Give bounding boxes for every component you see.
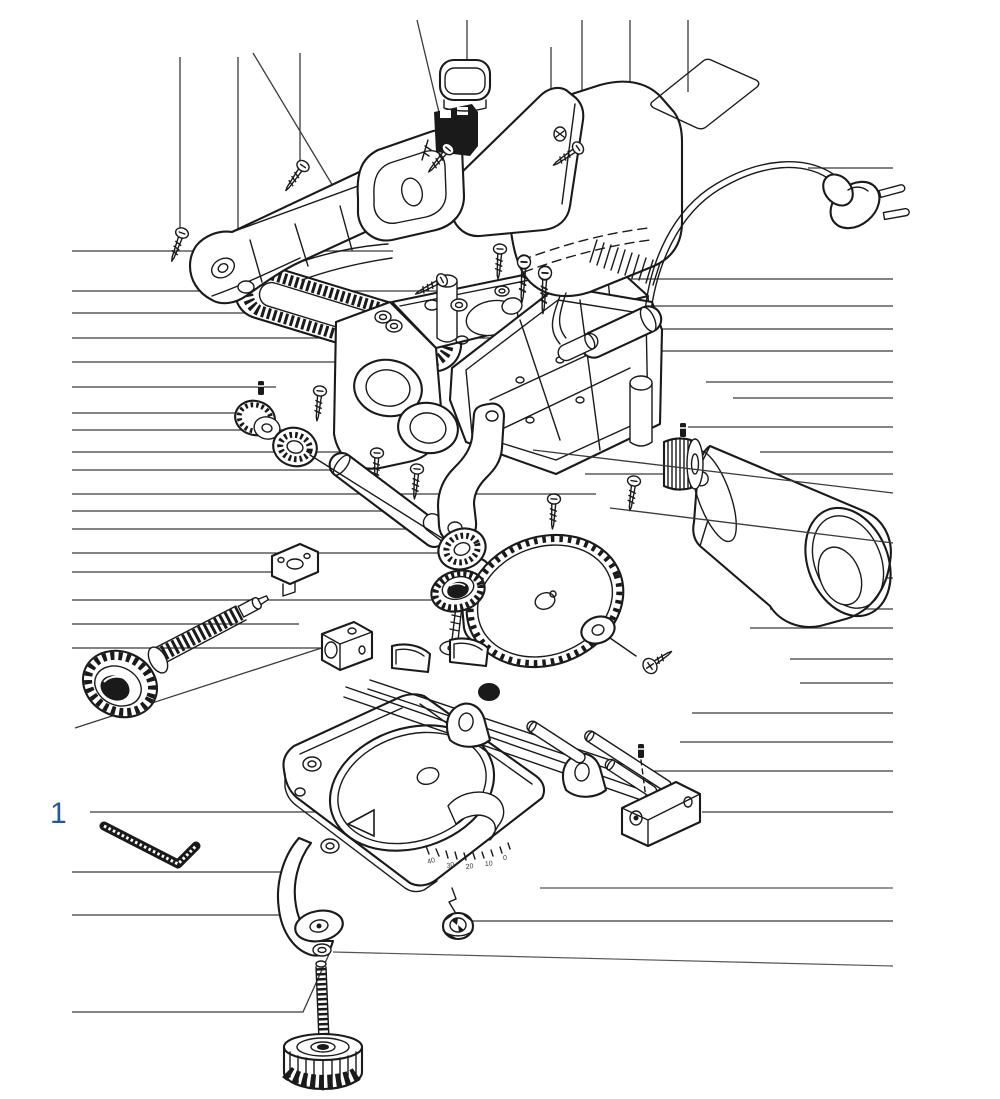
motor xyxy=(670,444,892,628)
vent-slots xyxy=(589,239,661,286)
fence-plate xyxy=(448,637,490,668)
blade-bolt xyxy=(642,650,673,675)
plug-pin xyxy=(882,208,910,221)
grip-housing xyxy=(299,128,466,281)
cord-guard xyxy=(557,305,663,362)
pulley-gear xyxy=(234,399,281,440)
base-knob-screw xyxy=(282,960,364,1091)
scale-30: 30 xyxy=(446,862,455,870)
feed-screw xyxy=(81,595,270,719)
part-number-label: 1 xyxy=(50,797,67,830)
frame-arm xyxy=(343,679,665,802)
power-plug xyxy=(822,173,910,230)
leader-lines-slanted xyxy=(532,449,894,544)
motor-pinion-gear xyxy=(662,437,704,491)
scale-20: 20 xyxy=(465,863,474,871)
feed-knob xyxy=(81,649,159,719)
stop-block xyxy=(620,780,702,848)
scale-10: 10 xyxy=(485,861,493,868)
guard-bracket xyxy=(270,542,320,597)
fence-plate xyxy=(390,643,432,674)
power-cord xyxy=(551,161,837,345)
spindle-bearing xyxy=(437,527,487,571)
rating-label xyxy=(650,58,760,130)
tray-post xyxy=(629,375,653,447)
angle-scale: 40 30 20 10 0 xyxy=(425,842,511,871)
power-button-cap xyxy=(438,58,492,112)
hex-key xyxy=(99,821,201,869)
turntable-base: 40 30 20 10 0 xyxy=(282,693,546,893)
ball-bearing xyxy=(272,426,318,468)
leader-lines-right xyxy=(332,167,894,967)
flange-nut xyxy=(441,887,475,941)
scale-0: 0 xyxy=(503,855,507,862)
clamp-washer xyxy=(294,909,344,957)
screws xyxy=(164,139,687,530)
scale-40: 40 xyxy=(427,857,437,866)
outer-flange-washer xyxy=(580,615,616,645)
plug-pin xyxy=(878,184,906,199)
slide-rods xyxy=(526,720,672,807)
vise-block xyxy=(320,620,374,672)
knurled-knob xyxy=(282,1032,364,1091)
feed-screw-tip xyxy=(237,595,270,618)
